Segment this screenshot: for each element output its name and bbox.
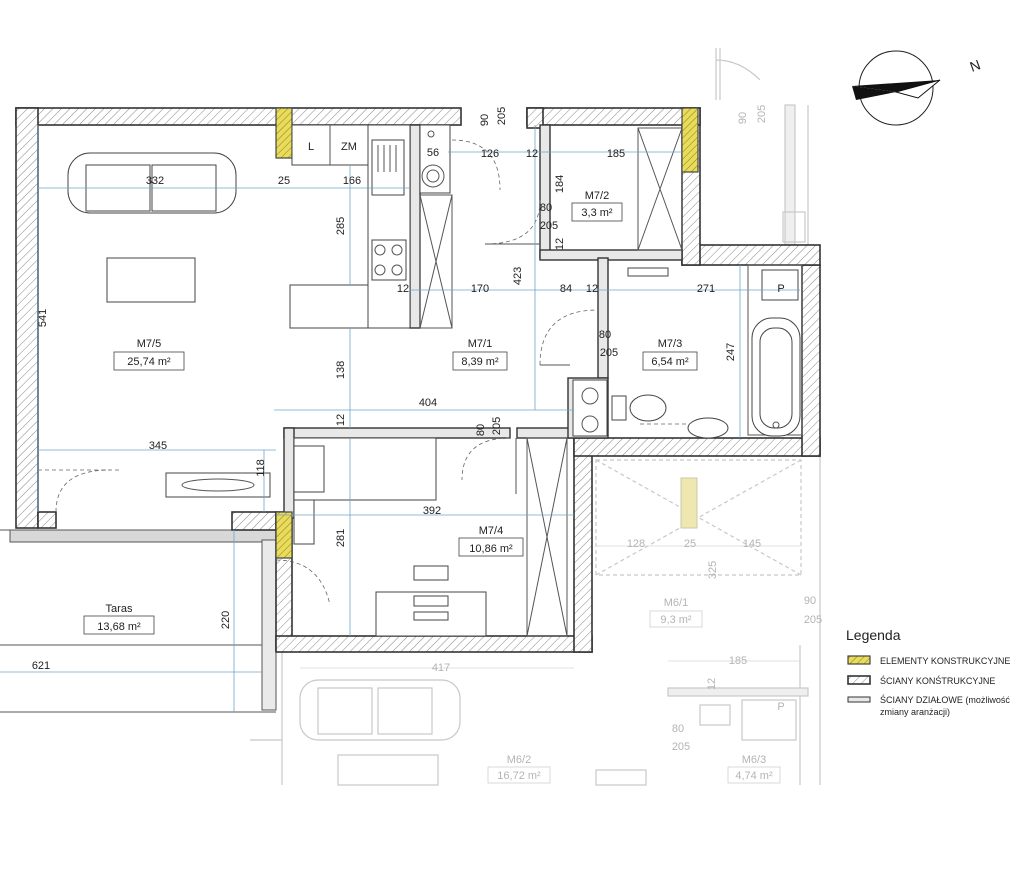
svg-text:M6/1: M6/1 bbox=[664, 597, 688, 609]
svg-text:16,72 m²: 16,72 m² bbox=[497, 770, 541, 782]
dim-138: 138 bbox=[335, 361, 347, 379]
dimension-lines bbox=[0, 125, 800, 712]
room-name-m7-3: M7/3 bbox=[658, 338, 682, 350]
dim-170: 170 bbox=[471, 283, 489, 295]
living-furniture bbox=[38, 152, 271, 513]
terrace bbox=[0, 529, 281, 713]
oven-label: 56 bbox=[427, 147, 439, 159]
dim-205-bath-door: 205 bbox=[600, 347, 618, 359]
svg-text:185: 185 bbox=[729, 655, 747, 667]
room-labels: M7/5 25,74 m² M7/1 8,39 m² M7/2 3,3 m² M… bbox=[83, 190, 698, 635]
door-swings bbox=[275, 139, 599, 606]
svg-text:205: 205 bbox=[756, 105, 768, 123]
ghost-appliance-p-label: P bbox=[777, 701, 784, 713]
legend-walls-label: ŚCIANY KONŚTRUKCYJNE bbox=[880, 675, 995, 686]
legend-partition-label-2: zmiany aranżacji) bbox=[880, 707, 950, 717]
dim-185: 185 bbox=[607, 148, 625, 160]
dim-271: 271 bbox=[697, 283, 715, 295]
legend: Legenda ELEMENTY KONSTRUKCYJNE ŚCIANY KO… bbox=[846, 627, 1010, 717]
svg-text:90: 90 bbox=[804, 595, 816, 607]
dim-184: 184 bbox=[554, 175, 566, 193]
room-name-m7-4: M7/4 bbox=[479, 525, 503, 537]
dim-220: 220 bbox=[220, 611, 232, 629]
north-label: N bbox=[968, 56, 983, 74]
svg-text:90: 90 bbox=[737, 112, 749, 124]
dim-84: 84 bbox=[560, 283, 572, 295]
wardrobes bbox=[419, 127, 803, 637]
dim-205-bedroom-door: 205 bbox=[491, 417, 503, 435]
dim-345: 345 bbox=[149, 440, 167, 452]
dim-80-bedroom-door: 80 bbox=[475, 424, 487, 436]
room-name-taras: Taras bbox=[106, 603, 133, 615]
fridge-label: L bbox=[308, 141, 314, 153]
legend-title: Legenda bbox=[846, 627, 901, 643]
ghost-neighbour-units bbox=[250, 48, 821, 786]
legend-partition-swatch bbox=[847, 696, 871, 703]
dim-12-wc-wall: 12 bbox=[554, 238, 566, 250]
room-area-taras: 13,68 m² bbox=[97, 621, 141, 633]
room-area-m7-5: 25,74 m² bbox=[127, 356, 171, 368]
dim-12-bath: 12 bbox=[586, 283, 598, 295]
appliance-p-label: P bbox=[777, 283, 784, 295]
svg-text:M6/2: M6/2 bbox=[507, 754, 531, 766]
dim-404: 404 bbox=[419, 397, 437, 409]
room-name-m7-5: M7/5 bbox=[137, 338, 161, 350]
dim-80-wc-door: 80 bbox=[540, 202, 552, 214]
svg-text:25: 25 bbox=[684, 538, 696, 550]
svg-text:M6/3: M6/3 bbox=[742, 754, 766, 766]
freezer-label: ZM bbox=[341, 141, 357, 153]
bathroom-fixtures bbox=[572, 267, 801, 439]
dim-392: 392 bbox=[423, 505, 441, 517]
dim-423: 423 bbox=[512, 267, 524, 285]
dim-285: 285 bbox=[335, 217, 347, 235]
legend-partition-label-1: ŚCIANY DZIAŁOWE (możliwość bbox=[880, 694, 1010, 705]
svg-text:128: 128 bbox=[627, 538, 645, 550]
svg-text:80: 80 bbox=[672, 723, 684, 735]
dim-247: 247 bbox=[725, 343, 737, 361]
dim-118: 118 bbox=[255, 459, 267, 477]
dim-80-bath-door: 80 bbox=[599, 329, 611, 341]
dim-90-top: 90 bbox=[479, 114, 491, 126]
dim-621: 621 bbox=[32, 660, 50, 672]
dim-12-wc: 12 bbox=[526, 148, 538, 160]
ghost-room-labels: M6/1 9,3 m² M6/2 16,72 m² M6/3 4,74 m² bbox=[487, 597, 781, 784]
svg-text:205: 205 bbox=[804, 614, 822, 626]
legend-structural-label: ELEMENTY KONSTRUKCYJNE bbox=[880, 656, 1010, 666]
svg-text:12: 12 bbox=[706, 678, 718, 690]
room-name-m7-2: M7/2 bbox=[585, 190, 609, 202]
dim-205-wc-door: 205 bbox=[540, 220, 558, 232]
legend-walls-swatch bbox=[847, 675, 871, 685]
svg-text:325: 325 bbox=[707, 561, 719, 579]
room-area-m7-3: 6,54 m² bbox=[651, 356, 689, 368]
dim-332: 332 bbox=[146, 175, 164, 187]
dimension-labels: 332 25 166 285 12 170 423 84 12 271 247 … bbox=[32, 107, 737, 672]
kitchen: L ZM 56 bbox=[289, 124, 451, 329]
dim-25: 25 bbox=[278, 175, 290, 187]
dim-541: 541 bbox=[37, 309, 49, 327]
ghost-dimension-labels: 90 205 128 25 145 325 90 205 417 185 12 … bbox=[432, 105, 822, 753]
compass-icon: N bbox=[852, 50, 983, 126]
svg-text:9,3 m²: 9,3 m² bbox=[660, 614, 692, 626]
svg-text:417: 417 bbox=[432, 662, 450, 674]
room-name-m7-1: M7/1 bbox=[468, 338, 492, 350]
room-area-m7-1: 8,39 m² bbox=[461, 356, 499, 368]
svg-text:205: 205 bbox=[672, 741, 690, 753]
dim-281: 281 bbox=[335, 529, 347, 547]
svg-text:145: 145 bbox=[743, 538, 761, 550]
dim-12-hall: 12 bbox=[335, 414, 347, 426]
room-area-m7-4: 10,86 m² bbox=[469, 543, 513, 555]
dim-166: 166 bbox=[343, 175, 361, 187]
bedroom-furniture bbox=[293, 437, 487, 637]
svg-text:4,74 m²: 4,74 m² bbox=[735, 770, 773, 782]
dim-12-kitchen: 12 bbox=[397, 283, 409, 295]
dim-205-top: 205 bbox=[496, 107, 508, 125]
legend-structural-swatch bbox=[847, 655, 871, 665]
dim-126: 126 bbox=[481, 148, 499, 160]
room-area-m7-2: 3,3 m² bbox=[581, 207, 613, 219]
